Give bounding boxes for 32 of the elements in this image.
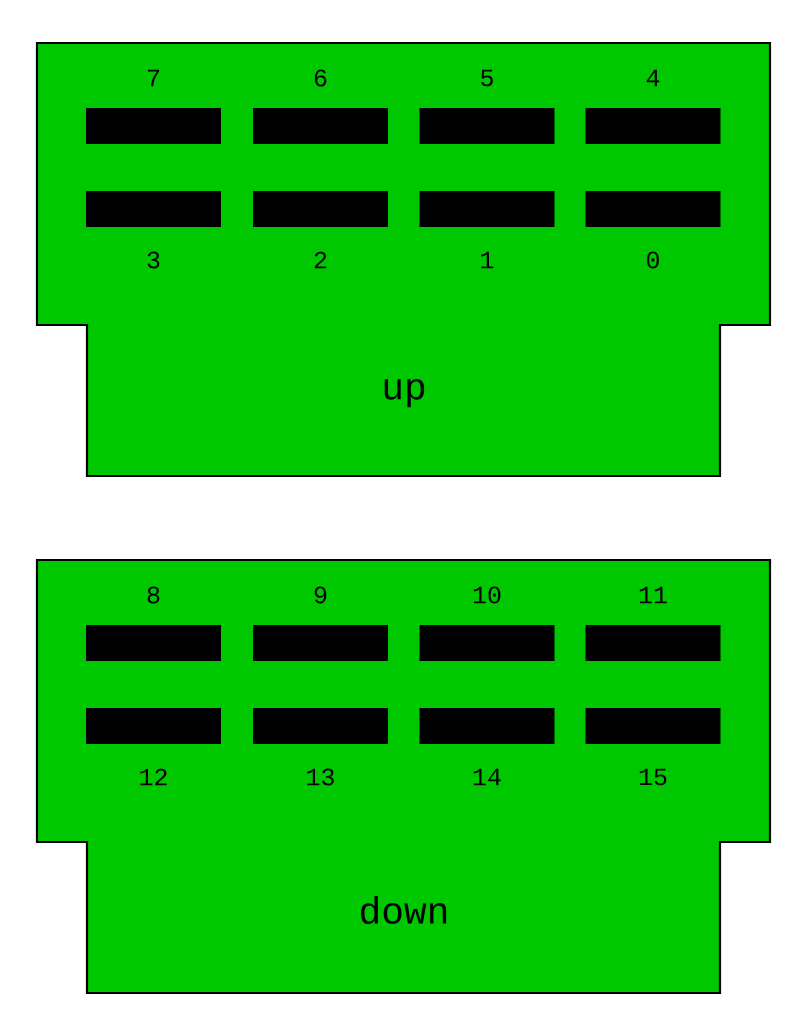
pin-number: 10	[473, 586, 501, 604]
pin-number: 0	[647, 251, 659, 269]
pin	[585, 108, 721, 144]
pin-number: 2	[314, 251, 327, 269]
pin	[86, 108, 221, 144]
pin-number: 4	[646, 69, 660, 87]
pin	[253, 625, 388, 661]
pin	[585, 625, 721, 661]
pin-number: 15	[639, 768, 667, 786]
pin-number: 7	[147, 69, 160, 87]
pin	[253, 191, 388, 227]
pin	[585, 191, 721, 227]
pin-number: 1	[481, 251, 494, 269]
pin	[86, 625, 221, 661]
pin	[419, 191, 555, 227]
pin-number: 8	[147, 586, 160, 604]
pin-number: 6	[314, 69, 327, 87]
pin	[86, 708, 221, 744]
pin-number: 13	[307, 768, 334, 786]
pin	[419, 108, 555, 144]
pin	[585, 708, 721, 744]
pin-number: 9	[314, 586, 327, 604]
pin	[253, 108, 388, 144]
pin	[419, 625, 555, 661]
pin-number: 12	[140, 768, 167, 786]
pin-number: 14	[473, 768, 501, 786]
pin-number: 11	[639, 586, 667, 604]
pin-number: 5	[481, 69, 493, 87]
pin	[86, 191, 221, 227]
pin	[253, 708, 388, 744]
pin	[419, 708, 555, 744]
pin-number: 3	[147, 251, 160, 269]
